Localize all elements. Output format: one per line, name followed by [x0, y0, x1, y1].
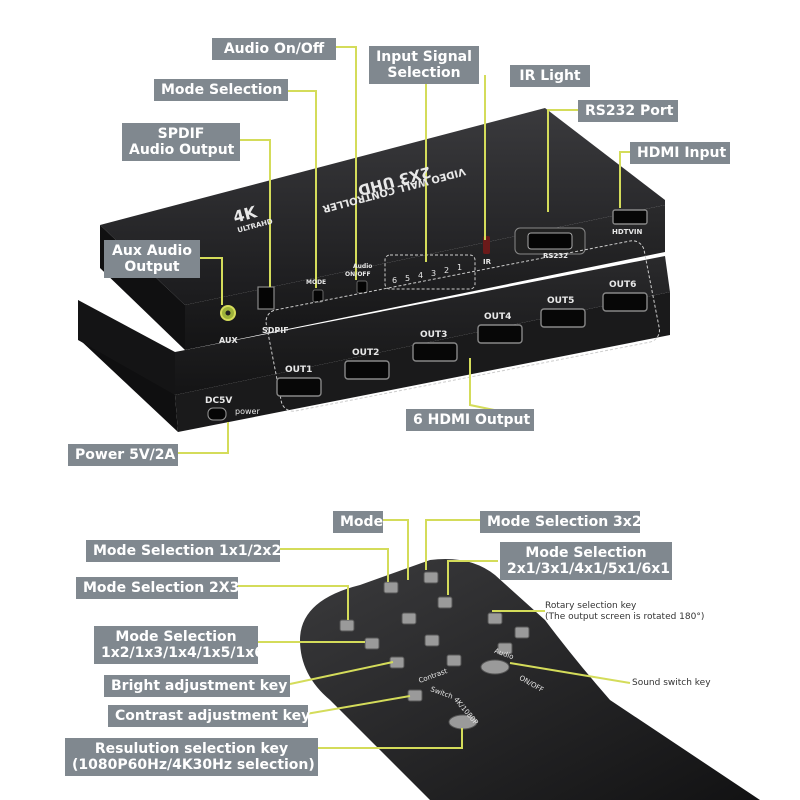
led-number-5: 5 — [405, 274, 411, 283]
aux-port-label: AUX — [219, 336, 238, 345]
out3-label: OUT3 — [420, 330, 448, 340]
label-remote-res-line1: Resulution selection key — [94, 741, 289, 757]
label-remote-mode-3x2: Mode Selection 3x2 — [480, 511, 642, 533]
label-input-signal-line1: Input Signal — [376, 49, 472, 65]
rs232-label: RS232 — [543, 252, 569, 260]
out1-label: OUT1 — [285, 365, 313, 375]
hdmi-in-label: HDTVIN — [612, 228, 643, 236]
label-remote-2x1-line2: 2x1/3x1/4x1/5x1/6x1 — [507, 561, 671, 577]
mode-button-label: MODE — [306, 279, 327, 286]
label-rs232-port: RS232 Port — [578, 100, 678, 122]
label-aux-audio-output: Aux Audio Output — [104, 240, 200, 278]
label-remote-rotary-line2: (The output screen is rotated 180°) — [545, 612, 705, 622]
label-audio-onoff: Audio On/Off — [212, 38, 336, 60]
label-power: Power 5V/2A — [68, 444, 178, 466]
label-input-signal-line2: Selection — [387, 65, 461, 81]
label-input-signal-selection: Input Signal Selection — [369, 46, 479, 84]
out5-label: OUT5 — [547, 296, 575, 306]
spdif-port — [257, 286, 275, 310]
hdmi-out-5 — [540, 308, 586, 328]
dc-label: DC5V — [205, 396, 233, 406]
power-label: power — [235, 407, 260, 416]
label-remote-1x2-line1: Mode Selection — [115, 629, 237, 645]
out2-label: OUT2 — [352, 348, 380, 358]
label-aux-line1: Aux Audio — [112, 243, 192, 259]
aux-port — [220, 305, 236, 321]
led-number-3: 3 — [431, 269, 437, 278]
led-number-2: 2 — [444, 266, 450, 275]
label-remote-bright: Bright adjustment key — [104, 675, 290, 697]
label-remote-mode-2x1-group: Mode Selection 2x1/3x1/4x1/5x1/6x1 — [500, 542, 672, 580]
label-remote-res-line2: (1080P60Hz/4K30Hz selection) — [72, 757, 315, 773]
label-aux-line2: Output — [124, 259, 180, 275]
out4-label: OUT4 — [484, 312, 512, 322]
hdmi-input-port — [612, 209, 648, 225]
spdif-port-label: SDPIF — [262, 326, 289, 335]
input-indicator-leds — [384, 254, 476, 290]
label-remote-sound-switch: Sound switch key — [632, 678, 711, 688]
label-mode-selection: Mode Selection — [154, 79, 288, 101]
label-remote-mode-1x2-group: Mode Selection 1x2/1x3/1x4/1x5/1x6 — [94, 626, 265, 664]
audio-switch-label-2: ON/OFF — [345, 271, 371, 278]
dc-port — [207, 407, 227, 421]
hdmi-out-3 — [412, 342, 458, 362]
out6-label: OUT6 — [609, 280, 637, 290]
rs232-port — [514, 227, 586, 255]
label-remote-rotary: Rotary selection key (The output screen … — [545, 601, 745, 623]
hdmi-out-1 — [276, 377, 322, 397]
remote-control — [300, 559, 760, 800]
hdmi-out-2 — [344, 360, 390, 380]
label-hdmi-input: HDMI Input — [630, 142, 730, 164]
label-spdif-audio-output: SPDIF Audio Output — [122, 123, 240, 161]
led-number-1: 1 — [457, 263, 463, 272]
mode-button — [312, 289, 324, 303]
label-remote-mode-1x1-2x2: Mode Selection 1x1/2x2 — [86, 540, 281, 562]
label-remote-mode: Mode — [333, 511, 383, 533]
hdmi-out-4 — [477, 324, 523, 344]
label-remote-2x1-line1: Mode Selection — [525, 545, 647, 561]
audio-switch — [356, 280, 368, 294]
label-remote-1x2-line2: 1x2/1x3/1x4/1x5/1x6 — [101, 645, 265, 661]
label-ir-light: IR Light — [510, 65, 590, 87]
ir-label: IR — [483, 258, 491, 266]
label-spdif-line1: SPDIF — [157, 126, 205, 142]
label-remote-rotary-line1: Rotary selection key — [545, 601, 637, 611]
label-remote-resolution: Resulution selection key (1080P60Hz/4K30… — [65, 738, 318, 776]
label-6-hdmi-output: 6 HDMI Output — [406, 409, 534, 431]
label-remote-mode-2x3: Mode Selection 2X3 — [76, 577, 239, 599]
output-group-box — [265, 240, 660, 412]
hdmi-out-6 — [602, 292, 648, 312]
label-spdif-line2: Audio Output — [129, 142, 235, 158]
remote-buttons — [339, 571, 530, 730]
led-number-6: 6 — [392, 276, 398, 285]
audio-switch-label-1: Audio — [353, 263, 373, 270]
ir-window — [483, 236, 490, 254]
label-remote-contrast: Contrast adjustment key — [108, 705, 310, 727]
led-number-4: 4 — [418, 271, 424, 280]
